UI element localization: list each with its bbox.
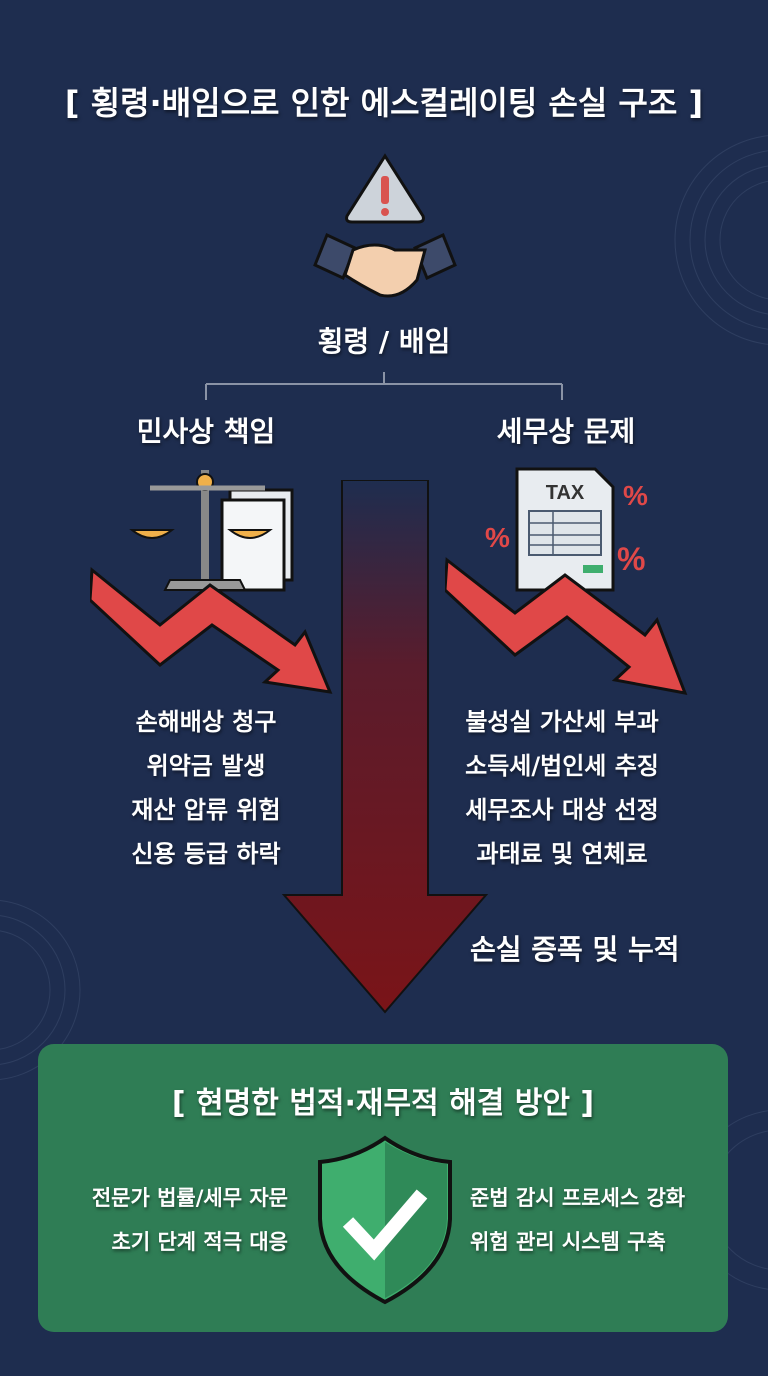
root-node-label: 횡령 / 배임 — [317, 325, 451, 358]
list-item: 손해배상 청구 — [135, 708, 277, 736]
svg-text:%: % — [623, 480, 648, 511]
loss-amplification-arrow — [281, 480, 489, 1014]
scales-document-icon — [90, 470, 333, 694]
branch-label-tax: 세무상 문제 — [496, 415, 636, 448]
list-item: 위험 관리 시스템 구축 — [470, 1230, 666, 1254]
loss-amplification-label: 손실 증폭 및 누적 — [470, 933, 680, 966]
list-item: 세무조사 대상 선정 — [465, 796, 659, 824]
svg-text:%: % — [485, 522, 510, 553]
tax-document-icon: TAX % % % — [445, 467, 688, 695]
list-item: 소득세/법인세 추징 — [465, 752, 659, 780]
list-item: 준법 감시 프로세스 강화 — [470, 1186, 686, 1210]
solution-panel: [ 현명한 법적·재무적 해결 방안 ] 전문가 법률/세무 자문 초기 단계 … — [38, 1044, 728, 1332]
list-item: 과태료 및 연체료 — [476, 840, 648, 868]
shield-check-icon — [318, 1135, 452, 1305]
list-item: 초기 단계 적극 대응 — [111, 1230, 289, 1254]
tax-consequences-list: 불성실 가산세 부과 소득세/법인세 추징 세무조사 대상 선정 과태료 및 연… — [442, 700, 682, 876]
handshake-warning-icon — [313, 153, 457, 298]
civil-consequences-list: 손해배상 청구 위약금 발생 재산 압류 위험 신용 등급 하락 — [96, 700, 316, 876]
page-title: [ 횡령·배임으로 인한 에스컬레이팅 손실 구조 ] — [64, 84, 704, 122]
list-item: 신용 등급 하락 — [131, 840, 281, 868]
solution-title: [ 현명한 법적·재무적 해결 방안 ] — [171, 1086, 595, 1121]
list-item: 재산 압류 위험 — [131, 796, 281, 824]
list-item: 불성실 가산세 부과 — [465, 708, 659, 736]
solution-left-list: 전문가 법률/세무 자문 초기 단계 적극 대응 — [92, 1176, 288, 1264]
svg-text:%: % — [617, 541, 645, 577]
list-item: 위약금 발생 — [146, 752, 266, 780]
list-item: 전문가 법률/세무 자문 — [91, 1186, 288, 1210]
branch-label-civil: 민사상 책임 — [136, 415, 276, 448]
svg-text:TAX: TAX — [546, 482, 585, 504]
solution-right-list: 준법 감시 프로세스 강화 위험 관리 시스템 구축 — [470, 1176, 685, 1264]
